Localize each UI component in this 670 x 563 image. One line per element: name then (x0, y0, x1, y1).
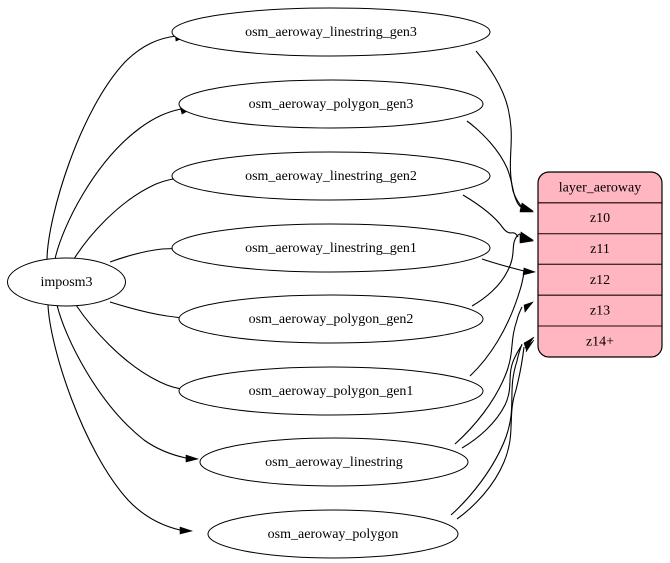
table-row-label-z11[interactable]: z11 (590, 242, 610, 257)
edge-imposm3-to-linestring (56, 304, 187, 459)
arrowhead-z14-b (525, 339, 535, 353)
node-osm-aeroway-polygon-gen1[interactable]: osm_aeroway_polygon_gen1 (178, 366, 484, 416)
edge-polygon-gen1-to-z12 (469, 272, 525, 377)
node-osm-aeroway-linestring[interactable]: osm_aeroway_linestring (199, 437, 469, 487)
node-osm-aeroway-linestring-gen2-shape[interactable] (171, 151, 491, 201)
node-osm-aeroway-polygon[interactable]: osm_aeroway_polygon (207, 509, 459, 559)
edges-to-layer-table (450, 50, 537, 520)
ellipse-nodes: imposm3 osm_aeroway_linestring_gen3 osm_… (7, 7, 491, 559)
node-osm-aeroway-polygon-gen2-label: osm_aeroway_polygon_gen2 (249, 312, 414, 327)
edge-linestring-to-z14 (461, 344, 523, 449)
node-osm-aeroway-linestring-gen3[interactable]: osm_aeroway_linestring_gen3 (171, 7, 491, 57)
edge-imposm3-to-polygon-gen1 (75, 304, 189, 391)
node-osm-aeroway-polygon-gen2[interactable]: osm_aeroway_polygon_gen2 (178, 294, 484, 344)
arrowhead-linestring (185, 454, 200, 463)
arrowhead-polygon (179, 526, 194, 535)
node-imposm3[interactable]: imposm3 (7, 257, 126, 307)
arrowhead-z12-b (523, 268, 535, 274)
edge-imposm3-to-linestring-gen3 (46, 35, 177, 260)
arrowhead-z10-b (519, 203, 534, 213)
edge-polygon-to-z13 (450, 343, 523, 516)
node-osm-aeroway-polygon-gen3-shape[interactable] (178, 79, 484, 129)
edge-imposm3-to-polygon (47, 304, 181, 531)
node-osm-aeroway-linestring-gen1-shape[interactable] (171, 223, 491, 273)
node-layer-aeroway-table[interactable]: layer_aeroway z10 z11 z12 z13 z14+ (537, 171, 663, 358)
node-osm-aeroway-polygon-shape[interactable] (207, 509, 459, 559)
node-imposm3-shape[interactable] (7, 257, 126, 307)
arrowhead-z11-b (519, 231, 534, 242)
table-row-z13-bg (538, 294, 662, 327)
edge-polygon-gen3-to-z10 (466, 120, 522, 208)
table-row-header-bg (538, 172, 662, 204)
edge-linestring-gen2-to-z11 (462, 194, 519, 238)
node-osm-aeroway-linestring-label: osm_aeroway_linestring (265, 455, 403, 470)
node-osm-aeroway-polygon-label: osm_aeroway_polygon (268, 527, 399, 542)
node-osm-aeroway-polygon-gen1-label: osm_aeroway_polygon_gen1 (249, 384, 414, 399)
table-row-label-header: layer_aeroway (559, 181, 641, 196)
node-osm-aeroway-linestring-gen2-label: osm_aeroway_linestring_gen2 (245, 169, 417, 184)
table-row-label-z10[interactable]: z10 (590, 211, 610, 226)
node-osm-aeroway-polygon-gen1-shape[interactable] (178, 366, 484, 416)
edge-linestring-gen3-to-z10 (475, 50, 522, 207)
node-osm-aeroway-linestring-gen1-label: osm_aeroway_linestring_gen1 (245, 241, 417, 256)
node-imposm3-label: imposm3 (40, 275, 92, 290)
node-osm-aeroway-polygon-gen3[interactable]: osm_aeroway_polygon_gen3 (178, 79, 484, 129)
edge-linestring-to-z13 (454, 306, 523, 445)
node-osm-aeroway-linestring-shape[interactable] (199, 437, 469, 487)
arrowhead-z13-a (523, 301, 534, 313)
edge-imposm3-to-polygon-gen2 (109, 301, 190, 320)
node-osm-aeroway-linestring-gen3-label: osm_aeroway_linestring_gen3 (245, 25, 417, 40)
node-osm-aeroway-linestring-gen1[interactable]: osm_aeroway_linestring_gen1 (171, 223, 491, 273)
edge-polygon-gen2-to-z11 (471, 233, 521, 307)
node-osm-aeroway-polygon-gen2-shape[interactable] (178, 294, 484, 344)
table-row-z11-bg (538, 233, 662, 265)
table-row-label-z13[interactable]: z13 (590, 304, 610, 319)
edge-imposm3-to-linestring-gen2 (73, 177, 185, 260)
node-osm-aeroway-polygon-gen3-label: osm_aeroway_polygon_gen3 (249, 97, 414, 112)
table-outline (537, 171, 663, 358)
edge-polygon-to-z14 (456, 346, 525, 520)
table-row-label-z14[interactable]: z14+ (586, 334, 614, 349)
table-row-label-z12[interactable]: z12 (590, 273, 610, 288)
node-osm-aeroway-linestring-gen2[interactable]: osm_aeroway_linestring_gen2 (171, 151, 491, 201)
arrowhead-z14-a (523, 337, 534, 350)
edge-imposm3-to-polygon-gen3 (54, 108, 182, 260)
node-osm-aeroway-linestring-gen3-shape[interactable] (171, 7, 491, 57)
edge-linestring-gen1-to-z12 (481, 258, 525, 272)
